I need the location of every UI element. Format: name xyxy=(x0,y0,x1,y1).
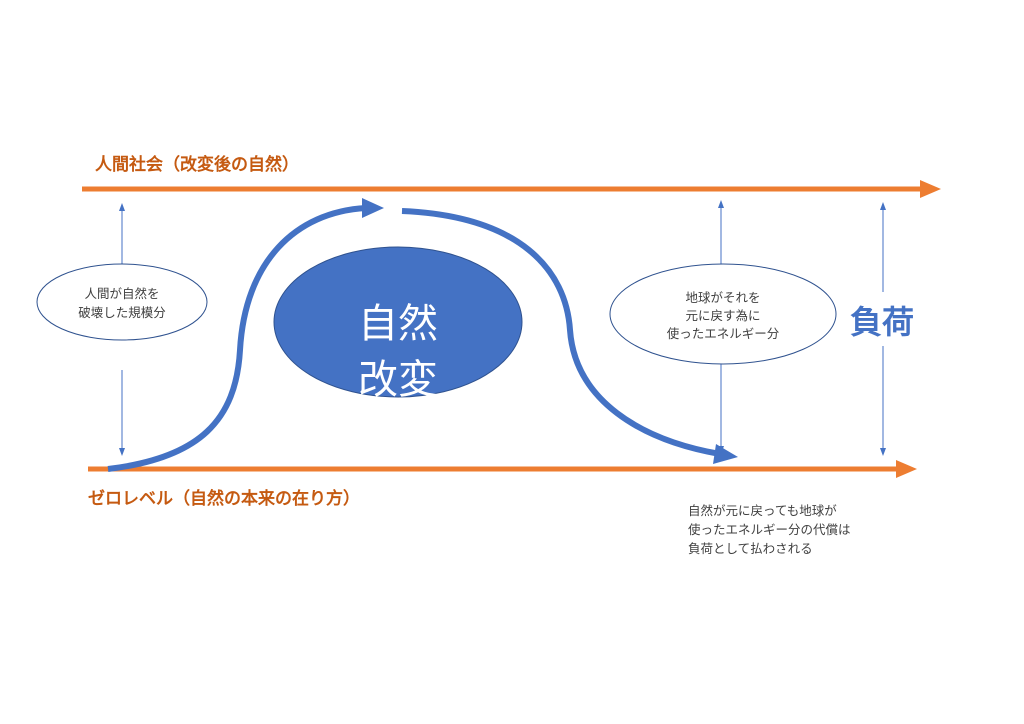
zero-level-label: ゼロレベル（自然の本来の在り方） xyxy=(88,488,360,509)
right-bubble-line2: 元に戻す為に xyxy=(685,308,760,323)
left-bubble-line1: 人間が自然を xyxy=(84,286,159,301)
note-line3: 負荷として払わされる xyxy=(688,541,813,556)
human-society-label: 人間社会（改変後の自然） xyxy=(95,154,299,175)
load-label: 負荷 xyxy=(850,303,914,341)
center-label-line1: 自然 xyxy=(358,301,438,347)
center-label-line2: 改変 xyxy=(358,357,438,403)
destruction-scale-bubble xyxy=(36,263,208,341)
right-bubble-line1: 地球がそれを xyxy=(685,290,760,305)
zero-level-arrow xyxy=(88,460,917,478)
earth-energy-bubble xyxy=(609,263,837,365)
nature-modification-circle xyxy=(273,246,523,398)
human-society-arrow xyxy=(82,180,941,198)
note-line1: 自然が元に戻っても地球が xyxy=(688,503,837,518)
note-line2: 使ったエネルギー分の代償は xyxy=(688,522,851,537)
modification-rise-arrow xyxy=(107,198,384,472)
right-bubble-line3: 使ったエネルギー分 xyxy=(667,326,780,341)
left-bubble-line2: 破壊した規模分 xyxy=(78,305,166,320)
